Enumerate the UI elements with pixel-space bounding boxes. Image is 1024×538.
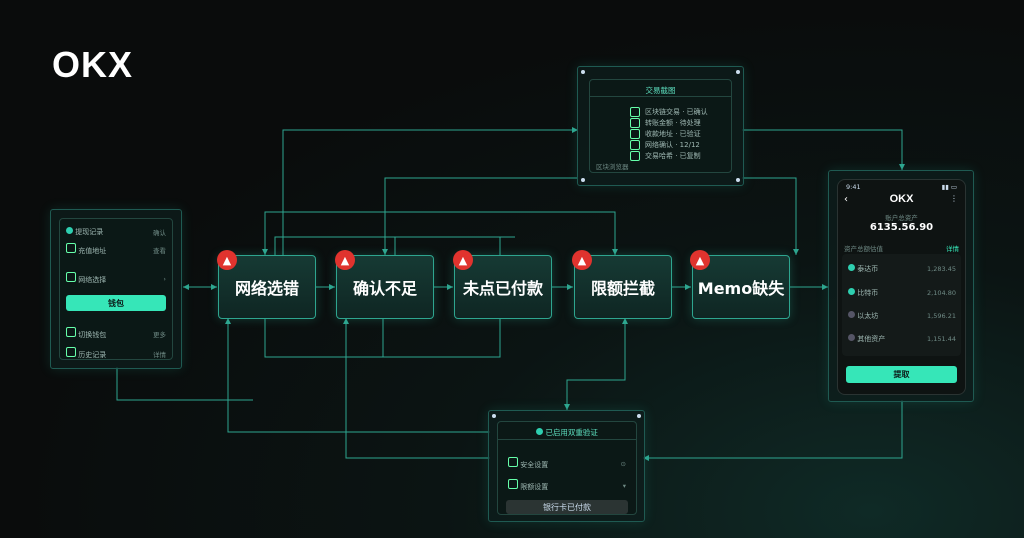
phone-brand: OKX (889, 193, 914, 205)
wallet-row[interactable]: 切换钱包更多 (66, 327, 166, 340)
warning-icon: ▲ (217, 250, 237, 270)
okx-logo: OKX (52, 44, 134, 85)
balance-value: 6135.56.90 (869, 222, 934, 233)
limit-panel: 已启用双重验证 安全设置⊙ 限额设置▾ 银行卡已付款 (488, 410, 645, 522)
section-label: 资产总额估值 (844, 245, 883, 253)
tx-row: 收款地址 · 已验证 (630, 129, 701, 139)
limit-row[interactable]: 安全设置⊙ (508, 457, 626, 470)
tx-panel-title: 交易截图 (645, 86, 676, 95)
wallet-row[interactable]: 网络选择› (66, 272, 166, 285)
warning-icon: ▲ (335, 250, 355, 270)
section-link[interactable]: 详情 (946, 245, 959, 253)
status-time: 9:41 (846, 183, 861, 191)
shield-icon (508, 479, 518, 489)
status-icons: ▮▮ ▭ (941, 183, 957, 191)
wallet-panel: 提现记录确认 充值地址查看 网络选择› 钱包 切换钱包更多 历史记录详情 (50, 209, 182, 369)
wallet-row[interactable]: 历史记录详情 (66, 347, 166, 360)
tx-screenshot-panel: 交易截图 区块链交易 · 已确认 转账金额 · 待处理 收款地址 · 已验证 网… (577, 66, 744, 186)
lock-icon (508, 457, 518, 467)
tx-row: 转账金额 · 待处理 (630, 118, 701, 128)
shield-icon (536, 428, 544, 435)
withdraw-button[interactable]: 提取 (846, 366, 957, 383)
warning-icon: ▲ (453, 250, 473, 270)
tx-row: 网络确认 · 12/12 (630, 140, 700, 150)
node-memo-missing[interactable]: Memo缺失 (692, 255, 790, 319)
limit-panel-title: 已启用双重验证 (498, 427, 636, 438)
node-limit-blocked[interactable]: 限额拦截 (574, 255, 672, 319)
node-unmarked-paid[interactable]: 未点已付款 (454, 255, 552, 319)
tx-row: 交易哈希 · 已复制 (630, 151, 701, 161)
back-icon[interactable]: ‹ (844, 194, 848, 205)
wallet-row[interactable]: 充值地址查看 (66, 243, 166, 256)
tx-row: 区块链交易 · 已确认 (630, 107, 708, 117)
warning-icon: ▲ (572, 250, 592, 270)
limit-row[interactable]: 限额设置▾ (508, 479, 626, 492)
balance-label: 账户总资产 (885, 214, 918, 222)
tx-panel-footer: 区块浏览器 (596, 163, 629, 171)
wallet-row[interactable]: 提现记录确认 (66, 227, 166, 237)
menu-icon[interactable]: ⋮ (950, 194, 958, 203)
wallet-button[interactable]: 钱包 (66, 295, 166, 311)
paid-button[interactable]: 银行卡已付款 (506, 500, 628, 514)
phone-frame: 9:41 ▮▮ ▭ ‹ OKX ⋮ 账户总资产 6135.56.90 资产总额估… (828, 170, 974, 402)
warning-icon: ▲ (690, 250, 710, 270)
